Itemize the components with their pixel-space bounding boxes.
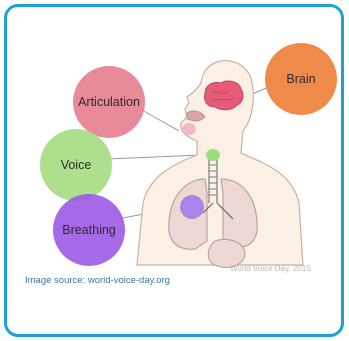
larynx-highlight (206, 149, 220, 161)
articulation-label: Articulation (73, 66, 145, 138)
copyright-watermark: World Voice Day, 2015 (230, 264, 311, 273)
image-source-caption: Image source: world-voice-day.org (25, 275, 170, 286)
card-frame: Articulation Voice Breathing Brain World… (4, 4, 344, 337)
articulation-connector (142, 110, 179, 131)
breathing-label: Breathing (53, 194, 125, 266)
brain-label: Brain (265, 43, 337, 115)
articulation-highlight (182, 123, 196, 135)
breathing-highlight (180, 195, 204, 219)
voice-label: Voice (40, 129, 112, 201)
